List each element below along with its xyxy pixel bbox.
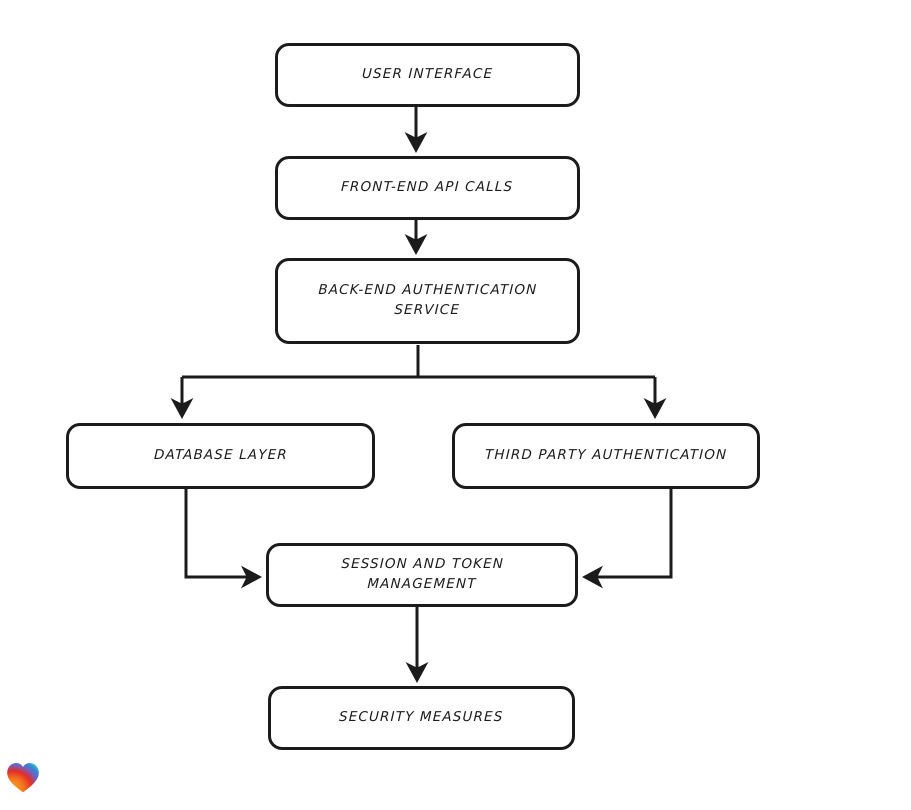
node-label-front-end-api-calls: Front-End API Calls	[341, 179, 514, 196]
node-label-user-interface: User Interface	[361, 66, 494, 83]
heart-icon	[7, 763, 39, 793]
node-back-end-authentication-service[interactable]: Back-End Authentication Service	[275, 258, 580, 344]
node-label-session-and-token-management: Session and Token Management	[340, 556, 504, 592]
edge-thirdparty-to-session	[581, 489, 673, 589]
node-label-database-layer: Database Layer	[153, 447, 288, 464]
node-label-third-party-authentication: Third Party Authentication	[484, 447, 728, 464]
node-label-security-measures: Security Measures	[339, 709, 505, 726]
node-session-and-token-management[interactable]: Session and Token Management	[266, 543, 578, 607]
node-front-end-api-calls[interactable]: Front-End API Calls	[275, 156, 580, 220]
node-user-interface[interactable]: User Interface	[275, 43, 580, 107]
edge-database-to-session	[184, 489, 263, 589]
node-database-layer[interactable]: Database Layer	[66, 423, 375, 489]
node-security-measures[interactable]: Security Measures	[268, 686, 575, 750]
node-third-party-authentication[interactable]: Third Party Authentication	[452, 423, 760, 489]
node-label-back-end-authentication-service: Back-End Authentication Service	[318, 282, 538, 318]
